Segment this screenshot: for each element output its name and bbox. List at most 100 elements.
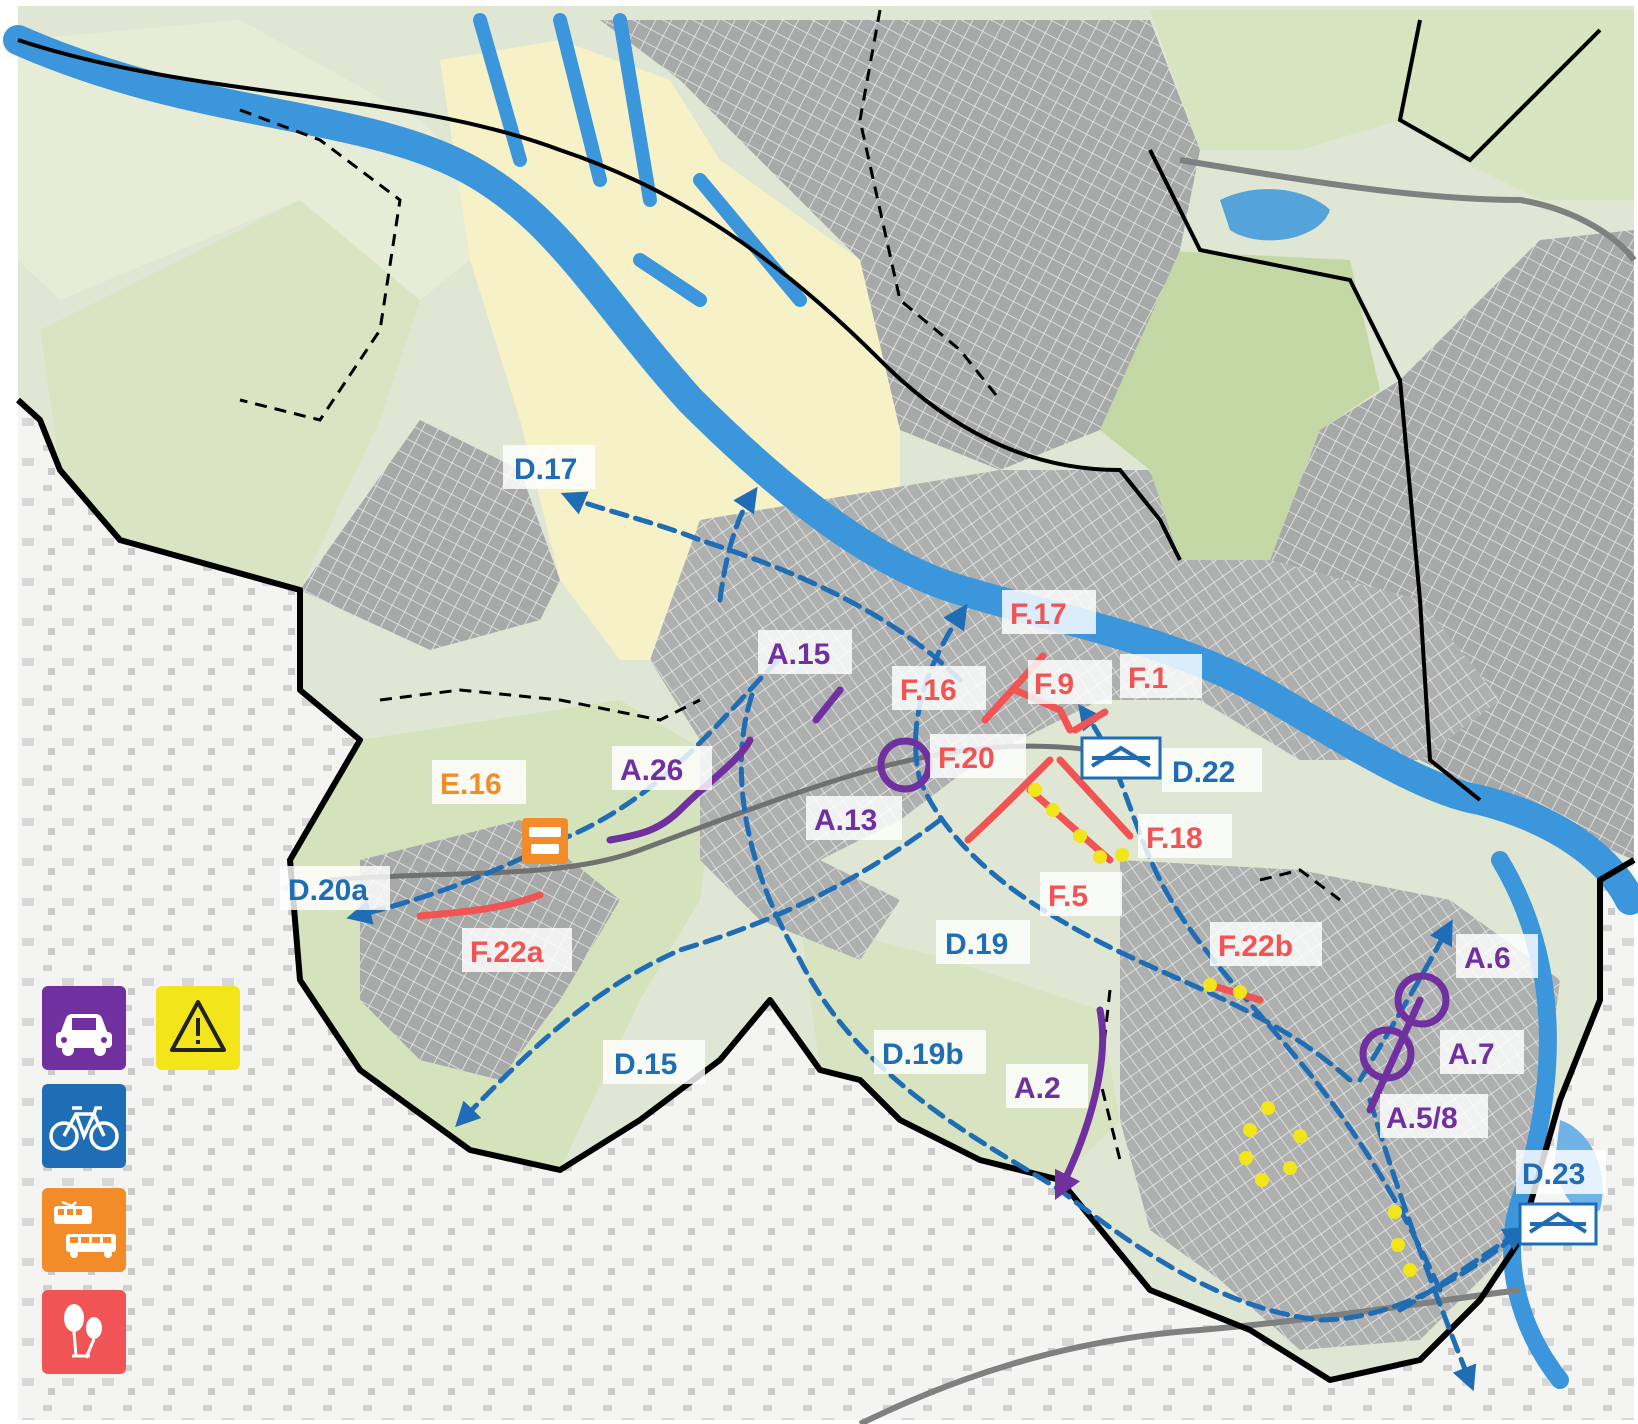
- river: [3, 25, 1638, 915]
- bridge-icon: [1080, 736, 1162, 780]
- urban-west-center: [700, 740, 900, 960]
- label-f9-text: F.9: [1034, 668, 1074, 701]
- measure-a7: [1359, 1026, 1415, 1082]
- label-d20a: D.20a: [280, 866, 390, 910]
- legend-transit: [42, 1188, 126, 1272]
- measure-f1: [1071, 708, 1109, 734]
- measure-f18: [1056, 756, 1134, 840]
- label-d15: D.15: [603, 1040, 705, 1084]
- label-f22b: F.22b: [1210, 922, 1322, 966]
- map-labels: D.17 D.20a D.15 D.19 D.19b D.22 D.23 A.1…: [280, 445, 1606, 1194]
- district-boundary-dashed-1: [239, 108, 402, 422]
- measure-a2: [1054, 1006, 1107, 1201]
- urban-east: [1270, 230, 1634, 860]
- label-d17: D.17: [503, 445, 595, 489]
- label-d22-text: D.22: [1172, 756, 1235, 789]
- label-a2: A.2: [1006, 1064, 1088, 1108]
- park-north-east: [1100, 250, 1380, 560]
- label-d23-text: D.23: [1522, 1158, 1585, 1191]
- district-boundary-east: [1148, 149, 1482, 802]
- green-area-west: [40, 200, 420, 590]
- label-e16-text: E.16: [440, 768, 502, 801]
- bicycle-icon: [49, 1106, 119, 1151]
- label-f5: F.5: [1040, 872, 1122, 916]
- motorway-north: [1179, 157, 1637, 262]
- measure-f5: [1026, 786, 1114, 864]
- label-a58: A.5/8: [1380, 1094, 1488, 1138]
- label-f17-text: F.17: [1010, 598, 1067, 631]
- bridge-icon: [1518, 1202, 1598, 1246]
- route-d19b: [738, 692, 1513, 1323]
- label-a26: A.26: [612, 746, 712, 790]
- measure-a13: [877, 737, 933, 793]
- label-a13-text: A.13: [814, 804, 877, 837]
- district-boundary-dashed-3: [379, 688, 701, 722]
- pedestrian-icon: [64, 1304, 102, 1359]
- label-f17: F.17: [1002, 590, 1096, 634]
- route-d22: [1078, 703, 1443, 1293]
- legend-walk: [42, 1290, 126, 1374]
- route-d17: [560, 491, 963, 683]
- district-boundary-ne: [1397, 19, 1602, 163]
- label-a15: A.15: [758, 630, 852, 674]
- route-d17-branch: [717, 486, 758, 603]
- label-a13: A.13: [806, 796, 902, 840]
- label-d17-text: D.17: [514, 453, 577, 486]
- tram-bus-icon: [522, 818, 568, 864]
- district-boundary-north: [17, 38, 1182, 561]
- route-d15: [455, 817, 943, 1128]
- label-d20a-text: D.20a: [288, 874, 368, 907]
- warning-icon: [170, 1000, 226, 1052]
- measure-f22a: [416, 891, 544, 920]
- label-f22a: F.22a: [462, 928, 572, 972]
- label-a6: A.6: [1456, 934, 1538, 978]
- car-icon: [56, 1014, 112, 1056]
- label-f20: F.20: [930, 734, 1026, 778]
- label-f18: F.18: [1138, 814, 1232, 858]
- label-d22: D.22: [1162, 748, 1262, 792]
- label-a7-text: A.7: [1448, 1038, 1495, 1071]
- label-a6-text: A.6: [1464, 942, 1511, 975]
- green-area-north-east: [1150, 10, 1634, 200]
- label-f5-text: F.5: [1048, 880, 1088, 913]
- hazard-points: [1028, 783, 1417, 1277]
- label-a58-text: A.5/8: [1386, 1102, 1458, 1135]
- legend-car: [42, 986, 126, 1070]
- label-f18-text: F.18: [1146, 822, 1203, 855]
- motorway-south: [858, 1287, 1521, 1424]
- label-a2-text: A.2: [1014, 1072, 1061, 1105]
- measure-a6: [1394, 972, 1450, 1028]
- label-f9: F.9: [1028, 660, 1112, 704]
- label-a15-text: A.15: [767, 638, 830, 671]
- label-f22b-text: F.22b: [1218, 930, 1293, 963]
- tram-bus-icon: [54, 1200, 116, 1258]
- label-f1-text: F.1: [1128, 662, 1168, 695]
- label-a7: A.7: [1440, 1030, 1524, 1074]
- label-e16: E.16: [432, 760, 526, 804]
- route-a6-arrow: [1357, 919, 1453, 1083]
- label-d15-text: D.15: [614, 1048, 677, 1081]
- urban-north: [600, 20, 1200, 470]
- label-a26-text: A.26: [620, 754, 683, 787]
- label-d19b: D.19b: [874, 1030, 986, 1074]
- label-d19b-text: D.19b: [882, 1038, 964, 1071]
- route-d23: [1397, 1226, 1529, 1313]
- legend-hazard: [156, 986, 240, 1070]
- measure-f20: [964, 756, 1054, 844]
- lake-north: [1220, 189, 1330, 241]
- measure-a26: [606, 736, 754, 844]
- urban-north-west: [300, 420, 560, 650]
- label-d23: D.23: [1516, 1150, 1606, 1194]
- label-f22a-text: F.22a: [470, 936, 544, 969]
- harbour-basins: [473, 13, 807, 307]
- label-f16: F.16: [892, 666, 986, 710]
- legend-bike: [42, 1084, 126, 1168]
- label-d19: D.19: [936, 920, 1030, 964]
- route-d20a: [346, 657, 781, 925]
- car-measures: [606, 686, 1450, 1201]
- measure-a15: [812, 686, 844, 724]
- label-f1: F.1: [1120, 654, 1202, 698]
- city-boundary: [15, 397, 1636, 1383]
